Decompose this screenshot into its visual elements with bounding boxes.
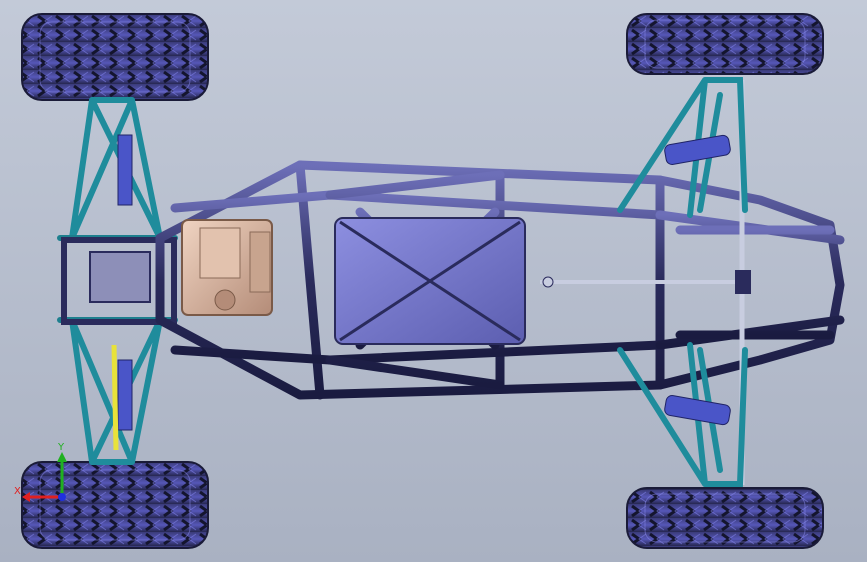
left-coilover-springs	[111, 134, 133, 451]
rear-right-tire[interactable]	[626, 487, 824, 549]
rear-coilover-springs	[664, 134, 731, 426]
z-axis-dot	[58, 493, 66, 501]
front-bulkhead	[61, 237, 177, 325]
fuel-tank[interactable]	[334, 217, 526, 345]
rear-suspension[interactable]	[617, 77, 748, 487]
engine-block[interactable]	[181, 219, 273, 316]
chassis-frame[interactable]	[155, 160, 845, 400]
rear-left-tire[interactable]	[21, 461, 209, 549]
axis-triad: Y X	[14, 442, 67, 502]
front-left-tire[interactable]	[21, 13, 209, 101]
y-axis-label: Y	[57, 442, 65, 453]
front-right-tire[interactable]	[626, 13, 824, 75]
x-axis-label: X	[14, 486, 21, 497]
